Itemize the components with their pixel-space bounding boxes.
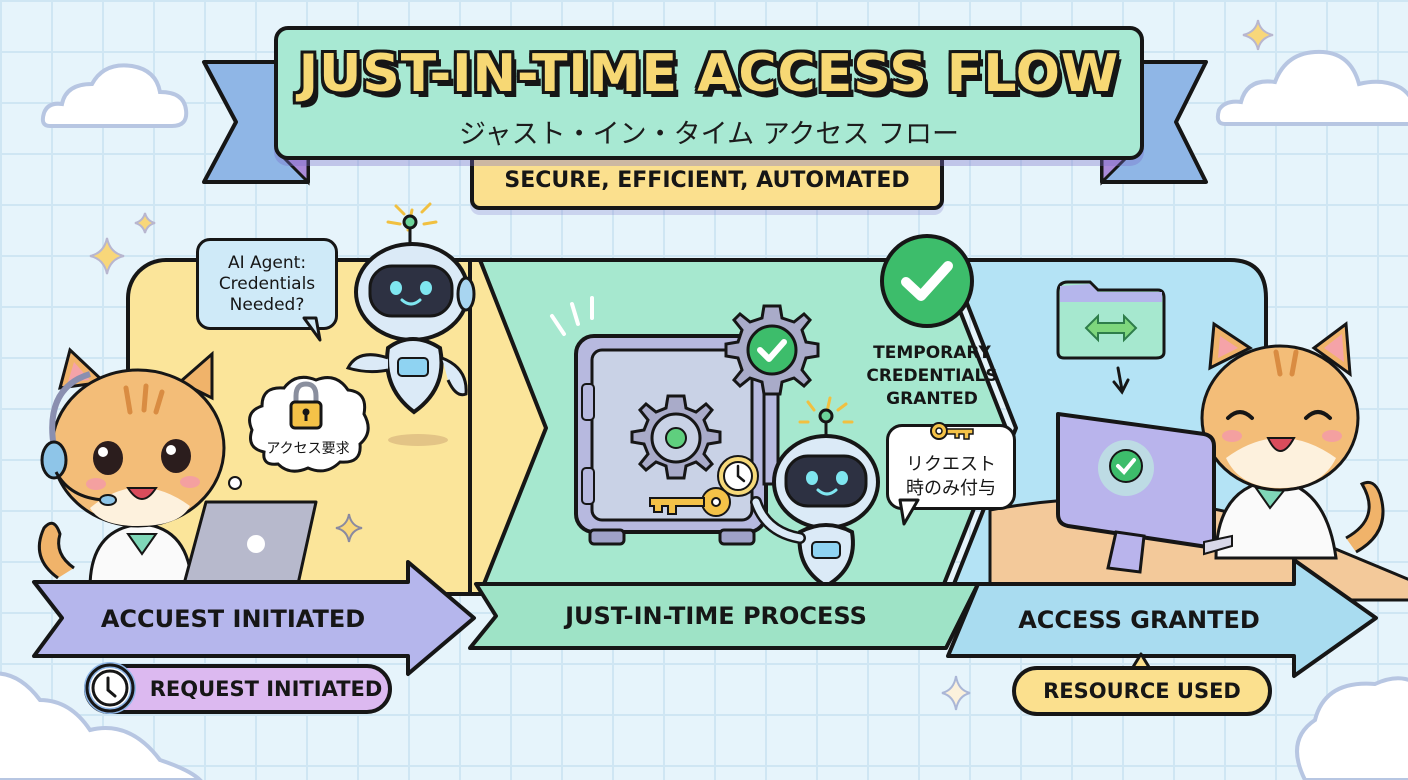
key-icon <box>646 484 736 520</box>
speech-line: AI Agent: <box>227 252 307 273</box>
robot-with-clock <box>716 392 880 589</box>
thought-dot <box>228 476 242 490</box>
badge-label: REQUEST INITIATED <box>149 677 383 701</box>
page-title-japanese: ジャスト・イン・タイム アクセス フロー <box>459 119 959 150</box>
folder-transfer-icon <box>1056 276 1168 396</box>
thought-bubble: アクセス要求 <box>244 372 372 478</box>
resource-used-badge: RESOURCE USED <box>1012 666 1272 716</box>
monitor-check <box>1054 408 1234 578</box>
check-circle-icon <box>878 232 976 330</box>
badge-label: RESOURCE USED <box>1043 679 1241 703</box>
robot-assistant <box>345 198 488 448</box>
gear-check-icon <box>724 304 820 486</box>
sparkle-icon <box>334 512 364 544</box>
speech-line: リクエスト <box>906 454 996 475</box>
cloud-top-left <box>40 58 190 130</box>
caption-line: TEMPORARY <box>873 342 991 363</box>
temporary-credentials-caption: TEMPORARY CREDENTIALS GRANTED <box>852 340 1012 412</box>
arrow-stage-granted: ACCESS GRANTED <box>944 556 1384 680</box>
speech-bubble-tail <box>302 316 324 342</box>
cat-with-headset <box>30 347 230 590</box>
caption-line: CREDENTIALS <box>866 365 998 386</box>
speech-line: Needed? <box>229 294 305 315</box>
arrow-stage-request: ACCUEST INITIATED <box>28 556 478 680</box>
safe-vault <box>550 296 780 558</box>
subtitle-badge: SECURE, EFFICIENT, AUTOMATED <box>470 150 944 210</box>
key-icon <box>929 421 977 445</box>
sparkle-icon <box>1241 18 1275 52</box>
clock-icon <box>84 662 136 714</box>
speech-bubble-tail <box>898 498 920 526</box>
cloud-bottom-right <box>1285 660 1408 780</box>
arrow-stage-process: JUST-IN-TIME PROCESS <box>466 572 986 652</box>
dial-gear-icon <box>630 392 722 484</box>
sparkle-icon <box>88 236 126 276</box>
happy-cat <box>1196 318 1386 560</box>
arrow-label-process: JUST-IN-TIME PROCESS <box>565 602 867 630</box>
thought-bubble-text: アクセス要求 <box>266 441 350 457</box>
arrow-label-request: ACCUEST INITIATED <box>100 605 366 633</box>
cloud-top-right <box>1215 48 1408 128</box>
caption-line: GRANTED <box>886 388 978 409</box>
speech-bubble-jp: リクエスト 時のみ付与 <box>886 421 1016 510</box>
page-title: JUST-IN-TIME ACCESS FLOW <box>298 44 1120 104</box>
sparkle-icon <box>940 674 972 712</box>
title-banner: JUST-IN-TIME ACCESS FLOW ジャスト・イン・タイム アクセ… <box>274 26 1144 160</box>
arrow-label-granted: ACCESS GRANTED <box>1018 606 1260 634</box>
padlock-icon <box>288 381 324 432</box>
speech-line: Credentials <box>218 273 316 294</box>
speech-line: 時のみ付与 <box>906 478 996 499</box>
speech-bubble-ai-agent: AI Agent: Credentials Needed? <box>196 238 338 330</box>
request-initiated-badge: REQUEST INITIATED <box>84 662 392 714</box>
sparkle-icon <box>134 212 156 234</box>
cloud-bottom-left <box>0 660 203 780</box>
clock-icon <box>716 454 760 498</box>
subtitle-text: SECURE, EFFICIENT, AUTOMATED <box>504 167 910 193</box>
